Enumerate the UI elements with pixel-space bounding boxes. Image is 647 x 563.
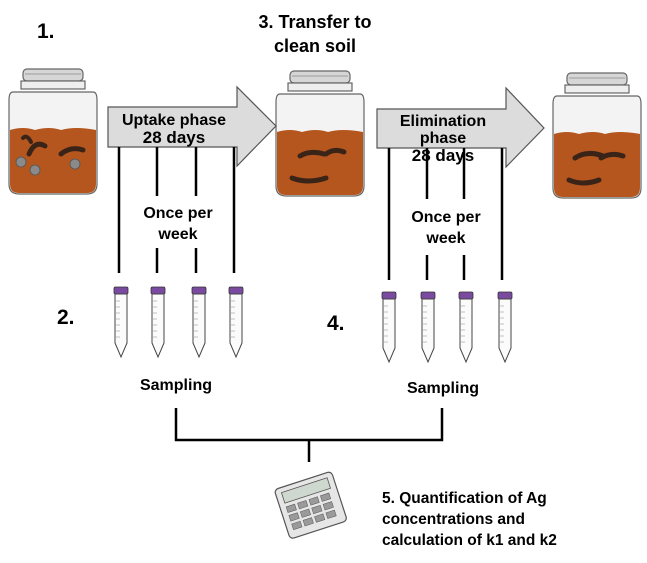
step-5-line2: concentrations and — [382, 511, 525, 528]
sampling-connector — [174, 408, 444, 462]
step-3-line2: clean soil — [273, 36, 357, 56]
step-1-label: 1. — [37, 20, 55, 43]
uptake-phase-title: Uptake phase — [121, 112, 227, 129]
step-3-line1: 3. Transfer to — [258, 12, 372, 32]
step-5-line3: calculation of k1 and k2 — [382, 532, 557, 549]
uptake-phase-duration: 28 days — [142, 128, 206, 147]
elimination-frequency-line2: week — [426, 230, 466, 247]
uptake-sampling-lines — [117, 147, 236, 273]
calculator-icon — [274, 471, 347, 539]
uptake-frequency: Once per week — [128, 203, 228, 245]
uptake-frequency-line2: week — [158, 226, 198, 243]
uptake-frequency-line1: Once per — [143, 205, 213, 222]
jar-clean-soil — [275, 70, 365, 197]
elimination-frequency-line1: Once per — [411, 209, 481, 226]
step-4-label: 4. — [327, 312, 345, 335]
uptake-phase-arrow — [107, 85, 277, 168]
elimination-phase-arrow — [376, 86, 545, 169]
elimination-tubes — [381, 291, 513, 363]
jar-final — [552, 72, 642, 199]
elimination-phase-duration: 28 days — [411, 146, 475, 165]
uptake-tubes — [113, 286, 244, 358]
step-5-label: 5. Quantification of Ag concentrations a… — [382, 488, 557, 551]
step-2-label: 2. — [57, 306, 75, 329]
elimination-sampling-label: Sampling — [406, 380, 479, 397]
uptake-phase-label: Uptake phase 28 days — [110, 112, 238, 146]
elimination-frequency: Once per week — [396, 207, 496, 249]
elimination-phase-label: Elimination phase 28 days — [378, 113, 508, 164]
elimination-phase-title: Elimination phase — [399, 113, 487, 147]
jar-contaminated-soil — [8, 68, 98, 195]
step-5-line1: 5. Quantification of Ag — [382, 490, 547, 507]
step-3-label: 3. Transfer to clean soil — [250, 10, 380, 58]
elimination-sampling-lines — [387, 148, 504, 280]
uptake-sampling-label: Sampling — [139, 377, 212, 394]
